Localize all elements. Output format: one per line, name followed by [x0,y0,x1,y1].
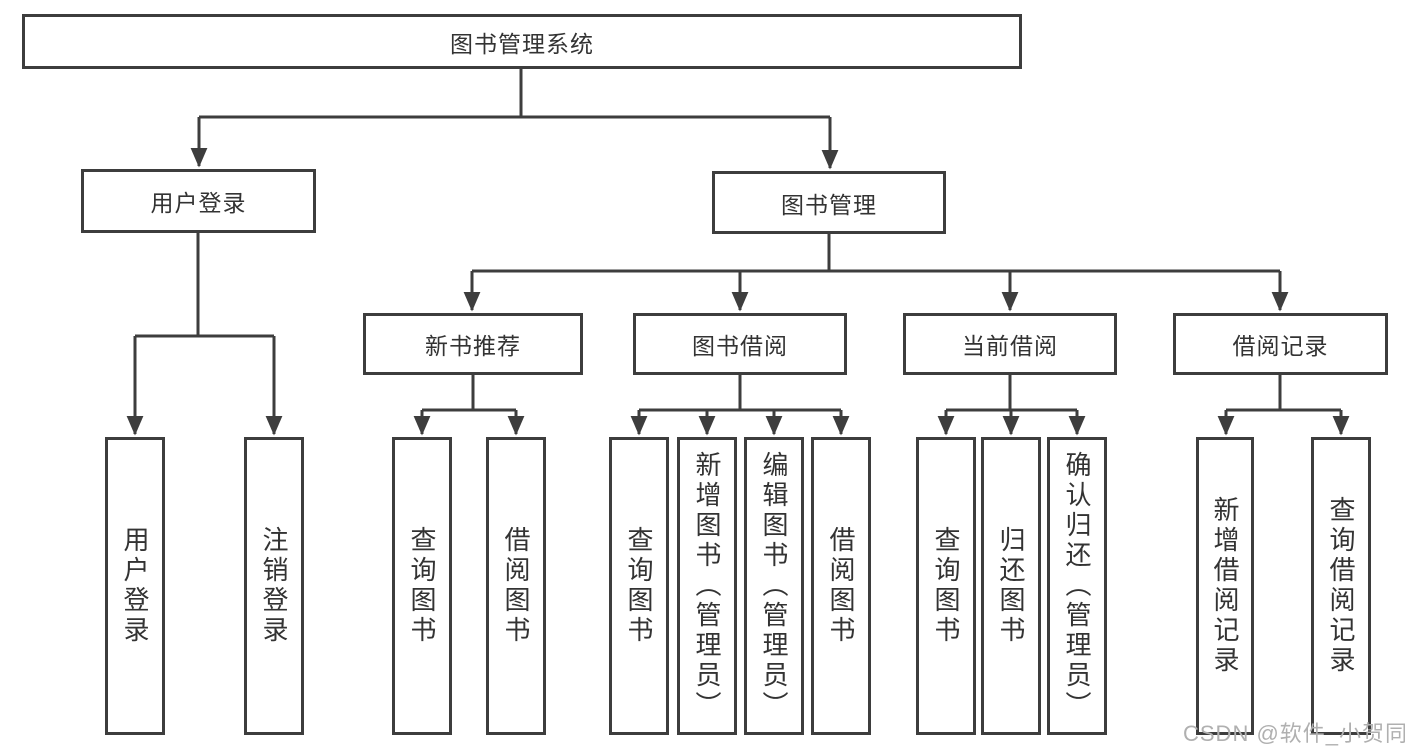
leaf-query-borrow-record: 查询借阅记录 [1311,437,1371,735]
leaf-query-books-borrowing-label: 查询图书 [624,526,654,646]
leaf-confirm-return-admin-label: 确认归还（管理员） [1062,451,1092,721]
leaf-return-books: 归还图书 [981,437,1041,735]
leaf-add-book-admin-label: 新增图书（管理员） [692,451,722,721]
leaf-borrow-books-recommend: 借阅图书 [486,437,546,735]
node-book-management: 图书管理 [712,171,946,234]
leaf-add-borrow-record: 新增借阅记录 [1196,437,1254,735]
leaf-query-books-borrowing: 查询图书 [609,437,669,735]
node-user-login-label: 用户登录 [150,190,247,216]
leaf-query-borrow-record-label: 查询借阅记录 [1326,496,1356,676]
leaf-user-login-label: 用户登录 [120,526,150,646]
leaf-query-books-recommend: 查询图书 [392,437,452,735]
leaf-logout-label: 注销登录 [259,526,289,646]
leaf-confirm-return-admin: 确认归还（管理员） [1047,437,1107,735]
node-book-borrowing: 图书借阅 [633,313,847,375]
leaf-query-books-current: 查询图书 [916,437,976,735]
root-node-library-management-system: 图书管理系统 [22,14,1022,69]
node-book-management-label: 图书管理 [781,191,877,218]
leaf-add-borrow-record-label: 新增借阅记录 [1210,496,1240,676]
leaf-return-books-label: 归还图书 [996,526,1026,646]
node-new-book-recommend-label: 新书推荐 [425,333,521,359]
leaf-borrow-books: 借阅图书 [811,437,871,735]
leaf-user-login: 用户登录 [105,437,165,735]
leaf-query-books-recommend-label: 查询图书 [407,526,437,646]
root-node-label: 图书管理系统 [450,30,594,57]
node-borrowing-records: 借阅记录 [1173,313,1388,375]
node-current-borrowing: 当前借阅 [903,313,1117,375]
node-current-borrowing-label: 当前借阅 [962,333,1058,359]
watermark: CSDN @软件_小贺同学 [1183,721,1405,746]
leaf-query-books-current-label: 查询图书 [931,526,961,646]
node-borrowing-records-label: 借阅记录 [1232,333,1329,359]
leaf-edit-book-admin: 编辑图书（管理员） [744,437,804,735]
leaf-borrow-books-recommend-label: 借阅图书 [501,526,531,646]
node-user-login: 用户登录 [81,169,316,233]
leaf-borrow-books-label: 借阅图书 [826,526,856,646]
leaf-add-book-admin: 新增图书（管理员） [677,437,737,735]
node-new-book-recommend: 新书推荐 [363,313,583,375]
leaf-logout: 注销登录 [244,437,304,735]
node-book-borrowing-label: 图书借阅 [692,333,788,359]
leaf-edit-book-admin-label: 编辑图书（管理员） [759,451,789,721]
